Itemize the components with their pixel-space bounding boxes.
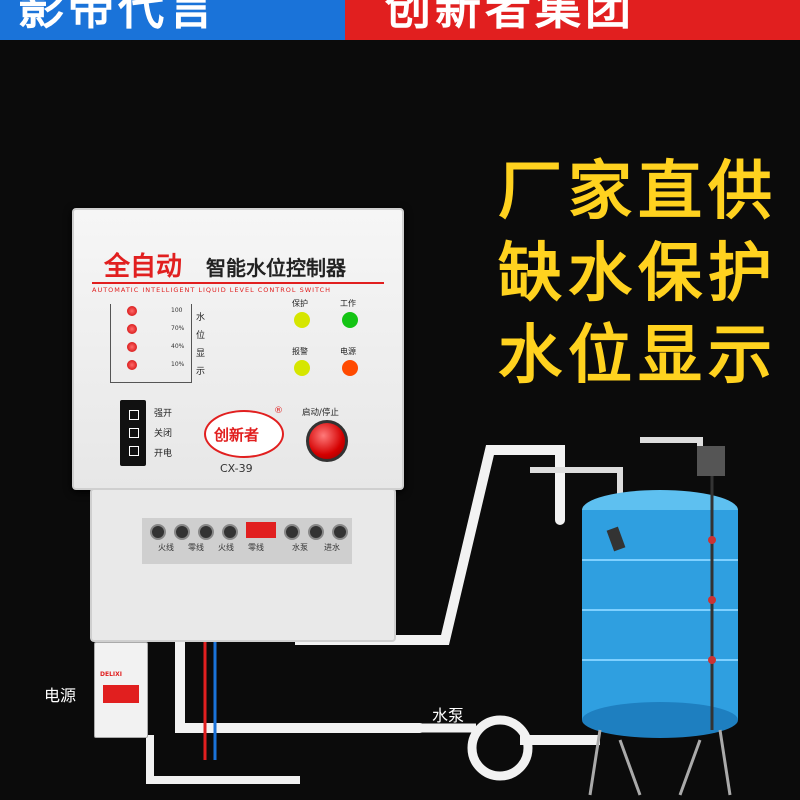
protect-led <box>294 312 310 328</box>
slogan-dry-run-protection: 缺水保护 <box>498 237 778 311</box>
brand-logo-text: 创新者 <box>214 426 260 444</box>
slogan-direct-supply: 厂家直供 <box>498 155 778 229</box>
water-level-panel: 100 70% 40% 10% <box>110 304 192 383</box>
terminal-label: 水泵 <box>292 543 308 552</box>
rocker-mark <box>129 428 139 438</box>
work-led <box>342 312 358 328</box>
terminal-block <box>142 518 352 564</box>
level-led-100 <box>127 306 137 316</box>
level-label-char: 显 <box>196 349 206 359</box>
level-percent: 70% <box>171 325 185 332</box>
terminal-screw <box>332 524 348 540</box>
terminal-label: 火线 <box>218 543 234 552</box>
terminal-screw <box>174 524 190 540</box>
switch-label-force-on: 强开 <box>154 409 173 419</box>
rocker-mark <box>129 446 139 456</box>
banner-right-text: 创新者集团 <box>385 0 635 35</box>
alarm-led <box>294 360 310 376</box>
switch-label-off: 关闭 <box>154 429 173 439</box>
terminal-screw <box>198 524 214 540</box>
start-stop-button[interactable] <box>306 420 348 462</box>
work-label: 工作 <box>340 299 356 308</box>
circuit-breaker: DELIXI <box>94 642 148 738</box>
protect-label: 保护 <box>292 299 308 308</box>
terminal-screw <box>308 524 324 540</box>
banner-left-text: 影帝代言 <box>18 0 218 35</box>
level-label-char: 水 <box>196 313 206 323</box>
switch-label-power-on: 开电 <box>154 449 173 459</box>
terminal-label: 零线 <box>188 543 204 552</box>
breaker-brand: DELIXI <box>100 671 122 678</box>
power-label: 电源 <box>340 347 356 356</box>
terminal-compartment: 火线 零线 火线 零线 水泵 进水 <box>90 488 396 642</box>
level-led-10 <box>127 360 137 370</box>
breaker-switch[interactable] <box>103 685 139 703</box>
power-led <box>342 360 358 376</box>
controller-title-auto: 全自动 <box>104 252 183 282</box>
registered-mark: ® <box>274 406 283 416</box>
terminal-label: 零线 <box>248 543 264 552</box>
level-label-char: 位 <box>196 331 206 341</box>
terminal-label: 火线 <box>158 543 174 552</box>
controller-title: 智能水位控制器 <box>206 256 346 280</box>
power-source-label: 电源 <box>44 686 77 705</box>
controller-box: 全自动 智能水位控制器 AUTOMATIC INTELLIGENT LIQUID… <box>72 208 404 490</box>
level-percent: 100 <box>171 307 183 314</box>
alarm-label: 报警 <box>292 347 308 356</box>
terminal-screw <box>150 524 166 540</box>
level-percent: 40% <box>171 343 185 350</box>
dip-switch[interactable] <box>246 522 276 538</box>
pump-label: 水泵 <box>432 706 465 725</box>
title-divider <box>92 282 384 284</box>
level-percent: 10% <box>171 361 185 368</box>
model-number: CX-39 <box>220 462 253 475</box>
level-led-70 <box>127 324 137 334</box>
top-banner-left: 影帝代言 <box>0 0 345 40</box>
level-led-40 <box>127 342 137 352</box>
terminal-screw <box>222 524 238 540</box>
pump-icon <box>420 715 533 781</box>
start-stop-label: 启动/停止 <box>302 408 339 418</box>
top-banner-right: 创新者集团 <box>345 0 800 40</box>
terminal-screw <box>284 524 300 540</box>
brand-logo: 创新者 <box>204 410 284 458</box>
water-tank-icon <box>582 446 738 796</box>
rocker-mark <box>129 410 139 420</box>
mode-rocker-switch[interactable] <box>120 400 146 466</box>
level-label-char: 示 <box>196 367 206 377</box>
terminal-label: 进水 <box>324 543 340 552</box>
slogan-level-display: 水位显示 <box>498 319 778 393</box>
controller-subtitle: AUTOMATIC INTELLIGENT LIQUID LEVEL CONTR… <box>92 286 332 294</box>
